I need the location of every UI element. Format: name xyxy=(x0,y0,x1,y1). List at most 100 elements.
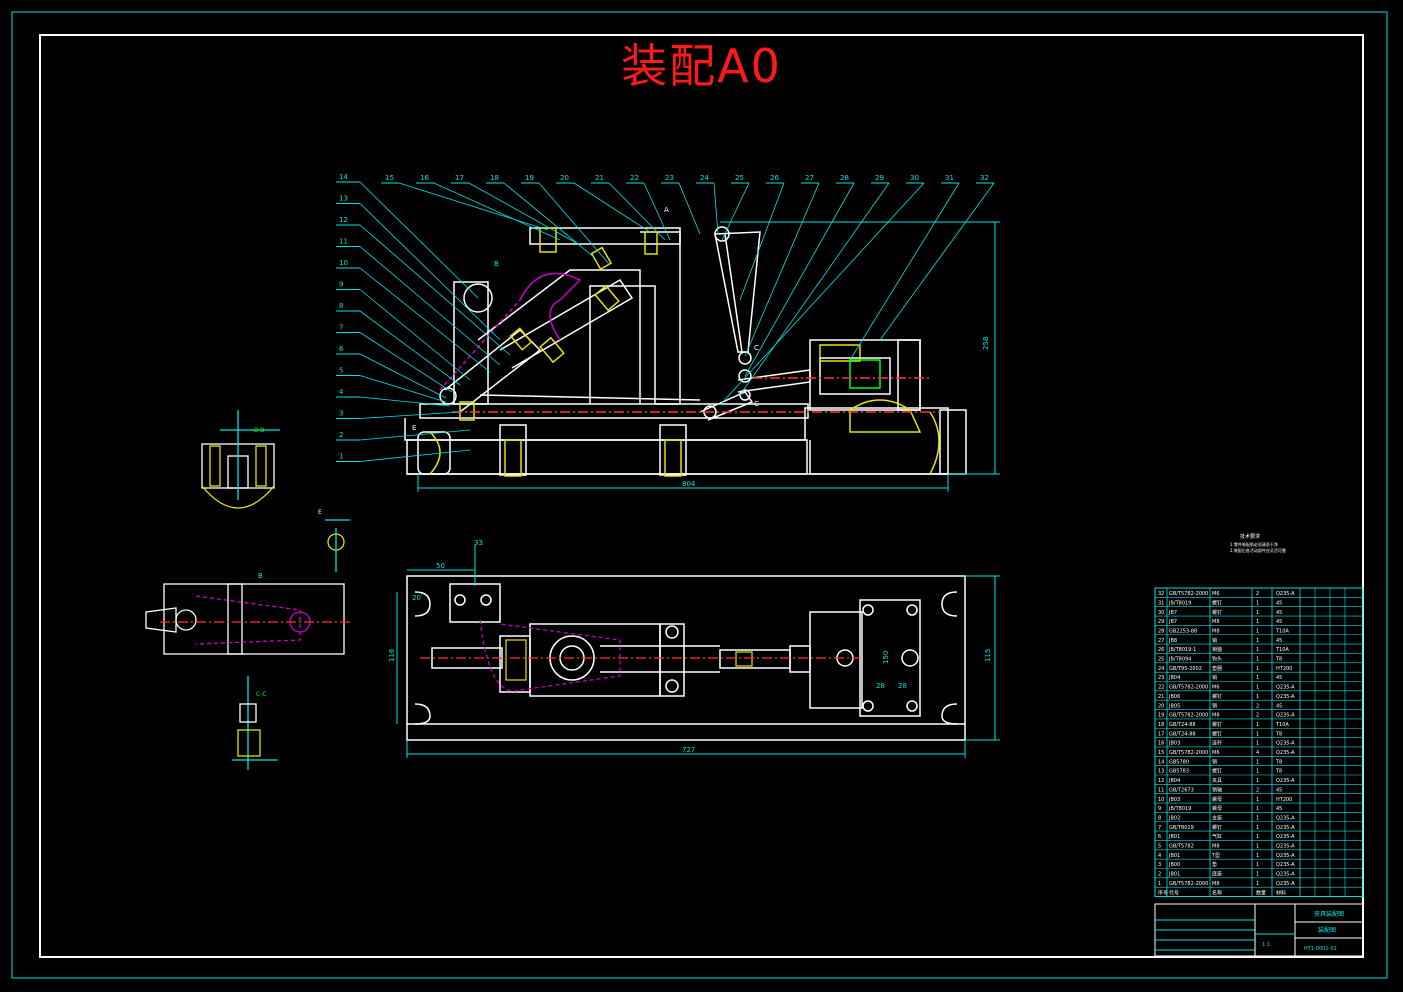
bom-cell: 支座 xyxy=(1212,814,1222,821)
bom-cell: M8 xyxy=(1212,844,1220,850)
bom-cell: T8 xyxy=(1275,657,1282,663)
bom-cell: M8 xyxy=(1212,713,1220,719)
bom-cell: 45 xyxy=(1276,703,1282,709)
bom-cell: Q235-A xyxy=(1276,881,1295,887)
bom-cell: 1 xyxy=(1256,628,1259,634)
bom-cell: 1 xyxy=(1256,741,1259,747)
balloon-top-26: 26 xyxy=(770,174,779,182)
dim-hole-a: 50 xyxy=(436,562,445,570)
dim-hole-b: 28 xyxy=(876,682,885,690)
front-view-dims xyxy=(417,221,1000,492)
bom-cell: 销轴 xyxy=(1212,646,1222,653)
balloon-top-27: 27 xyxy=(805,174,814,182)
bom-cell: Q235-A xyxy=(1276,872,1295,878)
bom-cell: 1 xyxy=(1256,722,1259,728)
leader-line xyxy=(468,182,581,246)
bom-cell: Q235-A xyxy=(1276,685,1295,691)
bom-cell: 28 xyxy=(1158,628,1164,634)
bom-cell: 18 xyxy=(1158,722,1164,728)
bom-cell: 2 xyxy=(1256,591,1259,597)
leader-line xyxy=(849,182,960,361)
bom-cell: JB01 xyxy=(1168,872,1180,878)
bom-cell: 销 xyxy=(1212,674,1217,681)
bom-cell: GB/T5782 xyxy=(1169,844,1194,850)
bom-cell: 1 xyxy=(1256,881,1259,887)
bom-cell: 垫圈 xyxy=(1212,665,1222,672)
leader-line xyxy=(359,449,471,462)
front-view xyxy=(404,226,967,476)
bom-cell: 螺钉 xyxy=(1212,721,1222,728)
bom-cell: 2 xyxy=(1256,787,1259,793)
bom-cell: GB/T5782-2000 xyxy=(1169,881,1208,887)
bom-cell: 螺钉 xyxy=(1212,693,1222,700)
leader-line xyxy=(398,182,549,231)
bom-cell: 4 xyxy=(1158,853,1161,859)
dim-vertical-150: 150 xyxy=(882,651,890,664)
bom-cell: JB04 xyxy=(1168,675,1180,681)
bom-cell: T8 xyxy=(1275,769,1282,775)
bom-cell: 1 xyxy=(1256,619,1259,625)
bom-cell: 7 xyxy=(1158,825,1161,831)
section-c-label: C-C xyxy=(256,691,267,698)
dim-height-right: 258 xyxy=(982,337,990,350)
bom-cell: 1 xyxy=(1256,862,1259,868)
plan-view-colour xyxy=(420,619,860,692)
bom-cell: 2 xyxy=(1256,703,1259,709)
bom-cell: GB/T95-2002 xyxy=(1169,666,1202,672)
balloon-33: 33 xyxy=(474,539,483,547)
bom-cell: GB/T5782-2000 xyxy=(1169,591,1208,597)
bom-cell: JB03 xyxy=(1168,741,1180,747)
bom-cell: 14 xyxy=(1158,759,1164,765)
bom-cell: 5 xyxy=(1158,844,1161,850)
bom-cell: 1 xyxy=(1256,844,1259,850)
leader-line xyxy=(744,182,820,357)
outer-border xyxy=(11,11,1388,979)
leader-line xyxy=(359,411,461,419)
balloon-top-20: 20 xyxy=(560,174,569,182)
leader-line xyxy=(359,224,511,356)
bom-cell: 8 xyxy=(1158,815,1161,821)
title-block xyxy=(1154,903,1364,957)
bom-header-cell: 材料 xyxy=(1276,889,1286,896)
bom-cell: GB/T24-88 xyxy=(1169,722,1196,728)
bom-cell: JB7 xyxy=(1168,610,1177,616)
bom-cell: JB02 xyxy=(1168,815,1180,821)
balloon-top-31: 31 xyxy=(945,174,954,182)
bom-cell: 垫 xyxy=(1212,861,1217,868)
leader-line xyxy=(359,203,501,341)
leader-line xyxy=(739,182,890,396)
bom-cell: M6 xyxy=(1212,591,1220,597)
bom-cell: T10A xyxy=(1275,722,1289,728)
balloon-top-23: 23 xyxy=(665,174,674,182)
bom-cell: T10A xyxy=(1275,628,1289,634)
bom-cell: GB/T5782-2000 xyxy=(1169,750,1208,756)
bom-cell: 螺钉 xyxy=(1212,730,1222,737)
bom-cell: 1 xyxy=(1256,834,1259,840)
leader-line xyxy=(359,396,451,407)
bom-cell: 10 xyxy=(1158,797,1164,803)
bom-cell: JB03 xyxy=(1168,797,1180,803)
bom-cell: 24 xyxy=(1158,666,1164,672)
leader-line xyxy=(713,182,719,235)
view-b-label: B xyxy=(258,572,263,580)
bom-cell: JB04 xyxy=(1168,778,1180,784)
leader-line xyxy=(608,182,666,241)
bom-cell: 1 xyxy=(1256,675,1259,681)
bom-cell: Q235-A xyxy=(1276,591,1295,597)
balloon-top-25: 25 xyxy=(735,174,744,182)
balloon-top-30: 30 xyxy=(910,174,919,182)
bom-cell: 26 xyxy=(1158,647,1164,653)
